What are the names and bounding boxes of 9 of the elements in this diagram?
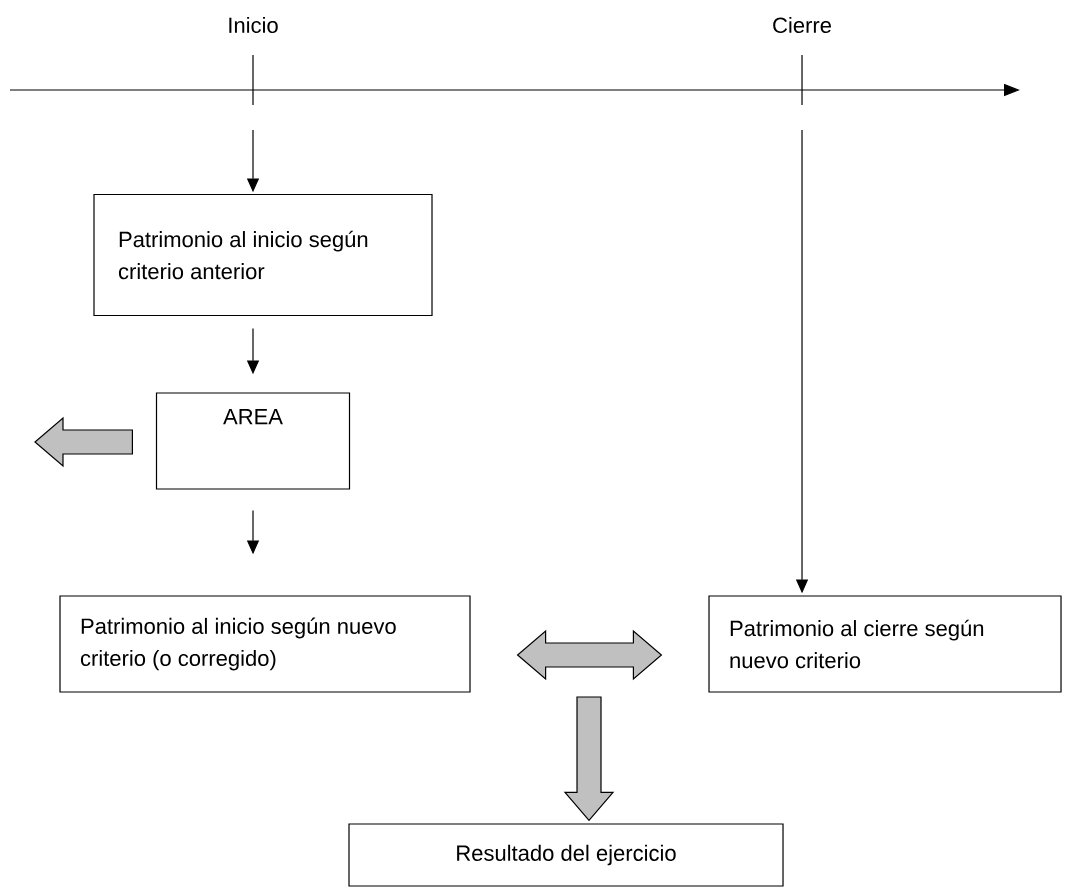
timeline-label: Inicio <box>229 16 278 34</box>
timeline-label: Cierre <box>773 16 831 34</box>
process-box: Patrimonio al inicio según criterio anterior <box>93 193 433 317</box>
process-box: Resultado del ejercicio <box>348 823 784 887</box>
process-box: AREA <box>155 392 351 490</box>
block-arrow <box>563 696 615 822</box>
block-arrow <box>34 416 133 468</box>
process-box: Patrimonio al inicio según nuevo criterio (o corregido) <box>59 595 471 693</box>
process-box: Patrimonio al cierre según nuevo criterio <box>708 595 1062 693</box>
